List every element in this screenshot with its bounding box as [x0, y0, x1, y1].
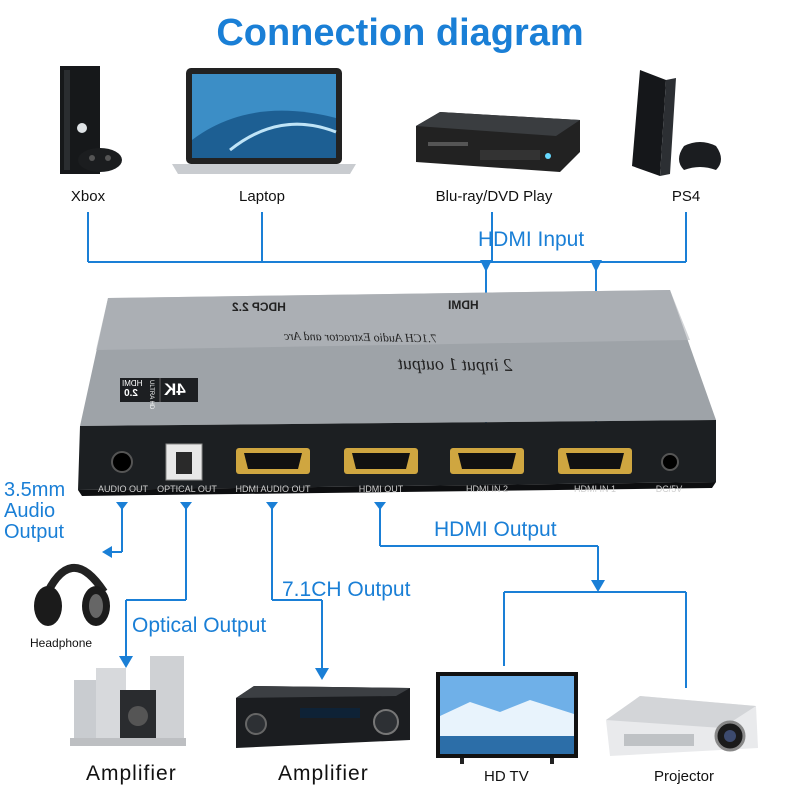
port-label-dc5v: DC/5V [655, 484, 683, 494]
sink-label-hdtv: HD TV [484, 768, 529, 785]
port-label-hdmi-in-1: HDMI IN 1 [573, 484, 616, 494]
audio-output-label: 3.5mm Audio Output [4, 479, 66, 543]
source-label-laptop: Laptop [239, 188, 285, 205]
projector-image [606, 696, 758, 756]
badge-4k-text: 4K [164, 380, 186, 399]
sink-label-projector: Projector [654, 768, 715, 785]
audio-extractor-device [78, 290, 716, 496]
bluray-player-image [416, 112, 580, 172]
ps4-console-image [632, 70, 721, 176]
diagram-title: Connection diagram [216, 12, 584, 54]
optical-output-label: Optical Output [132, 614, 267, 637]
ch71-output-label: 7.1CH Output [282, 578, 411, 601]
device-hdmi-logo-text: HDMI [448, 298, 479, 312]
device-desc-text: 7.1CH Audio Extractor and Arc [283, 328, 437, 346]
badge-ultra-text: ULTRA HD [148, 380, 154, 410]
amplifier1-image [70, 656, 186, 746]
port-label-hdmi-audio-out: HDMI AUDIO OUT [235, 484, 311, 494]
hdmi-input-label: HDMI Input [478, 228, 585, 251]
headphone-image [34, 563, 110, 626]
port-label-hdmi-out: HDMI OUT [358, 484, 404, 494]
source-label-xbox: Xbox [70, 188, 106, 205]
amplifier2-image [236, 686, 410, 748]
source-label-bluray: Blu-ray/DVD Play [435, 188, 553, 205]
badge-version-text: 2.0 [124, 388, 138, 399]
hdtv-image [436, 672, 578, 764]
source-label-ps4: PS4 [671, 188, 701, 205]
badge-hdmi-text: HDMI [122, 379, 143, 388]
port-label-optical-out: OPTICAL OUT [157, 484, 217, 494]
output-lines [110, 508, 687, 688]
sink-label-amplifier-1: Amplifier [86, 762, 177, 785]
device-hdcp-text: HDCP 2.2 [232, 300, 286, 314]
port-label-audio-out: AUDIO OUT [97, 484, 148, 494]
output-arrows [102, 502, 605, 680]
port-label-hdmi-in-2: HDMI IN 2 [465, 484, 508, 494]
device-model-text: 2 input 1 output [397, 353, 513, 375]
hdmi-output-label: HDMI Output [434, 518, 557, 541]
sink-label-amplifier-2: Amplifier [278, 762, 369, 785]
laptop-image [172, 68, 356, 174]
xbox-console-image [60, 66, 122, 174]
sink-label-headphone: Headphone [30, 636, 93, 650]
